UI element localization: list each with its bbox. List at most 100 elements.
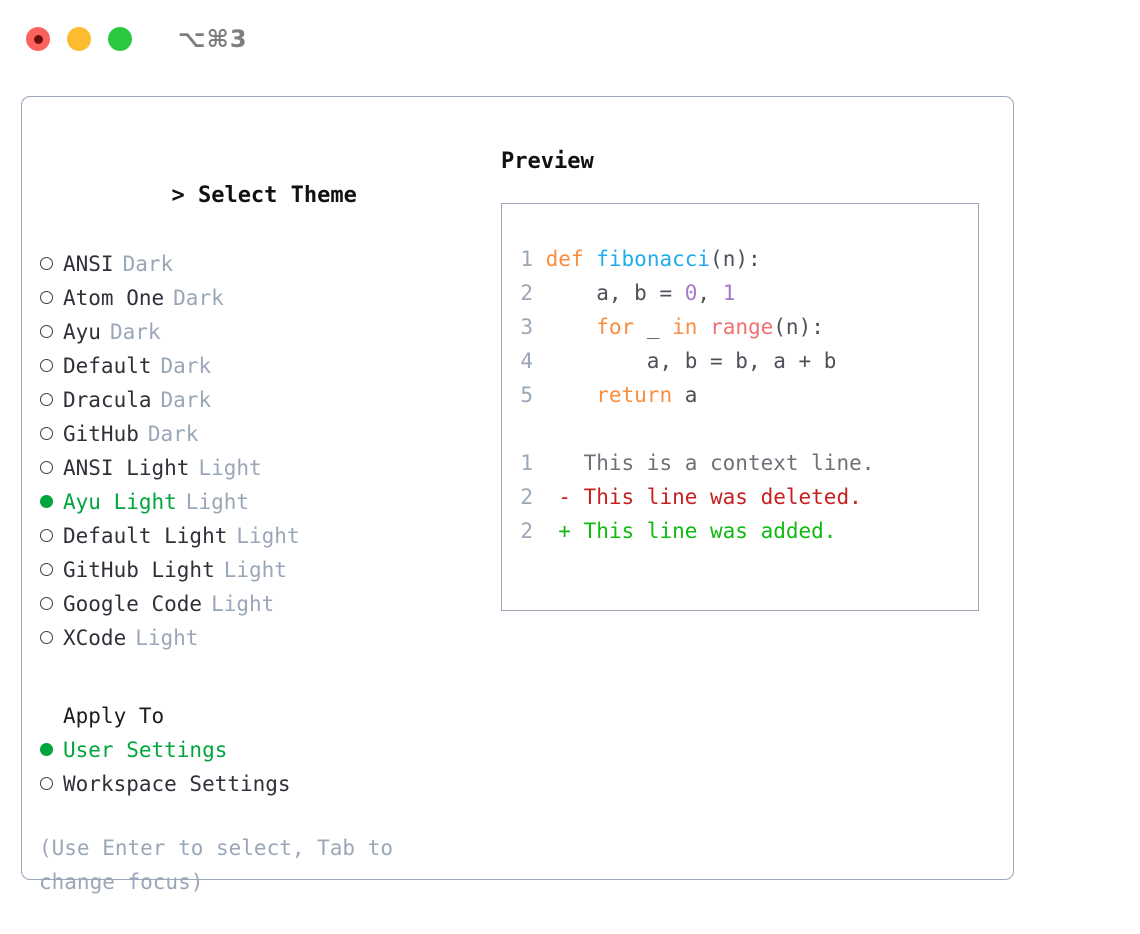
code-token [546, 315, 597, 339]
theme-option-variant-tag: Light [223, 558, 287, 582]
code-token: , [697, 281, 723, 305]
traffic-lights [26, 27, 132, 51]
theme-option-label: GitHub Light [63, 558, 215, 582]
theme-option-variant-tag: Dark [173, 286, 224, 310]
theme-option-variant-tag: Dark [160, 354, 212, 378]
theme-option-github[interactable]: GitHub Dark [39, 417, 489, 451]
apply-to-option-label: User Settings [63, 738, 228, 762]
theme-option-atom-one[interactable]: Atom One Dark [39, 281, 489, 315]
code-line: 2 a, b = 0, 1 [519, 276, 978, 310]
radio-dot [40, 777, 53, 790]
theme-option-label: Default [63, 354, 152, 378]
window-titlebar: ⌥⌘3 [0, 0, 1140, 78]
keyboard-shortcut-label: ⌥⌘3 [178, 25, 248, 53]
radio-dot [40, 257, 53, 270]
code-token: (n): [710, 247, 761, 271]
select-theme-heading-label: Select Theme [197, 183, 357, 208]
radio-dot [40, 461, 53, 474]
code-token: fibonacci [596, 247, 711, 271]
theme-option-variant-tag: Dark [160, 388, 212, 412]
line-number: 5 [520, 383, 533, 407]
radio-dot [40, 291, 53, 304]
theme-option-ansi[interactable]: ANSI Dark [39, 247, 489, 281]
code-line: 1 def fibonacci(n): [519, 242, 978, 276]
radio-dot [40, 529, 53, 542]
apply-to-heading: Apply To [63, 704, 165, 728]
apply-to-option-label: Workspace Settings [63, 772, 291, 796]
section-spacer [39, 655, 489, 699]
maximize-button[interactable] [108, 27, 132, 51]
diff-spacer [519, 412, 978, 446]
theme-option-label: Ayu Light [63, 490, 177, 514]
line-number: 3 [520, 315, 533, 339]
line-number: 2 [520, 485, 533, 509]
code-token: in [672, 315, 698, 339]
radio-dot [40, 359, 53, 372]
line-number: 1 [520, 247, 533, 271]
minimize-button[interactable] [67, 27, 91, 51]
code-token: return [596, 383, 673, 407]
diff-line: 2 - This line was deleted. [519, 480, 978, 514]
radio-dot [40, 597, 53, 610]
preview-heading: Preview [501, 149, 594, 174]
caret-icon: > [171, 183, 185, 208]
code-token [584, 247, 597, 271]
radio-dot [40, 325, 53, 338]
theme-option-variant-tag: Light [135, 626, 199, 650]
theme-option-variant-tag: Dark [122, 252, 174, 276]
close-button[interactable] [26, 27, 50, 51]
theme-option-xcode[interactable]: XCode Light [39, 621, 489, 655]
theme-option-github-light[interactable]: GitHub Light Light [39, 553, 489, 587]
theme-option-variant-tag: Light [211, 592, 275, 616]
apply-to-option-user-settings[interactable]: User Settings [39, 733, 489, 767]
theme-option-label: GitHub [63, 422, 139, 446]
theme-option-label: Atom One [63, 286, 165, 310]
diff-line: 2 + This line was added. [519, 514, 978, 548]
theme-option-dracula[interactable]: Dracula Dark [39, 383, 489, 417]
diff-line-text: + This line was added. [558, 519, 837, 543]
code-token: _ [634, 315, 673, 339]
theme-option-label: ANSI [63, 252, 114, 276]
select-theme-heading: > Select Theme [39, 145, 489, 247]
theme-option-default[interactable]: Default Dark [39, 349, 489, 383]
code-token: range [710, 315, 774, 339]
theme-option-variant-tag: Light [236, 524, 300, 548]
theme-option-label: XCode [63, 626, 127, 650]
theme-option-label: Default Light [63, 524, 228, 548]
radio-dot [40, 563, 53, 576]
code-token [546, 383, 597, 407]
line-number: 1 [520, 451, 533, 475]
theme-option-label: Google Code [63, 592, 203, 616]
code-token: 1 [722, 281, 736, 305]
code-token: 0 [684, 281, 698, 305]
code-token [697, 315, 710, 339]
theme-option-default-light[interactable]: Default Light Light [39, 519, 489, 553]
diff-line: 1 This is a context line. [519, 446, 978, 480]
diff-sample: 1 This is a context line.2 - This line w… [519, 446, 978, 548]
radio-dot [40, 495, 53, 508]
theme-option-label: Dracula [63, 388, 152, 412]
radio-dot [40, 393, 53, 406]
theme-option-google-code[interactable]: Google Code Light [39, 587, 489, 621]
apply-to-option-workspace-settings[interactable]: Workspace Settings [39, 767, 489, 801]
theme-option-variant-tag: Dark [147, 422, 199, 446]
radio-dot [40, 743, 53, 756]
code-token: def [545, 247, 584, 271]
code-token: a [672, 383, 698, 407]
theme-option-variant-tag: Light [198, 456, 262, 480]
code-token: a, b = [545, 281, 685, 305]
hint-spacer [39, 801, 489, 831]
radio-dot [40, 631, 53, 644]
line-number: 4 [520, 349, 533, 373]
code-token: (n): [773, 315, 824, 339]
